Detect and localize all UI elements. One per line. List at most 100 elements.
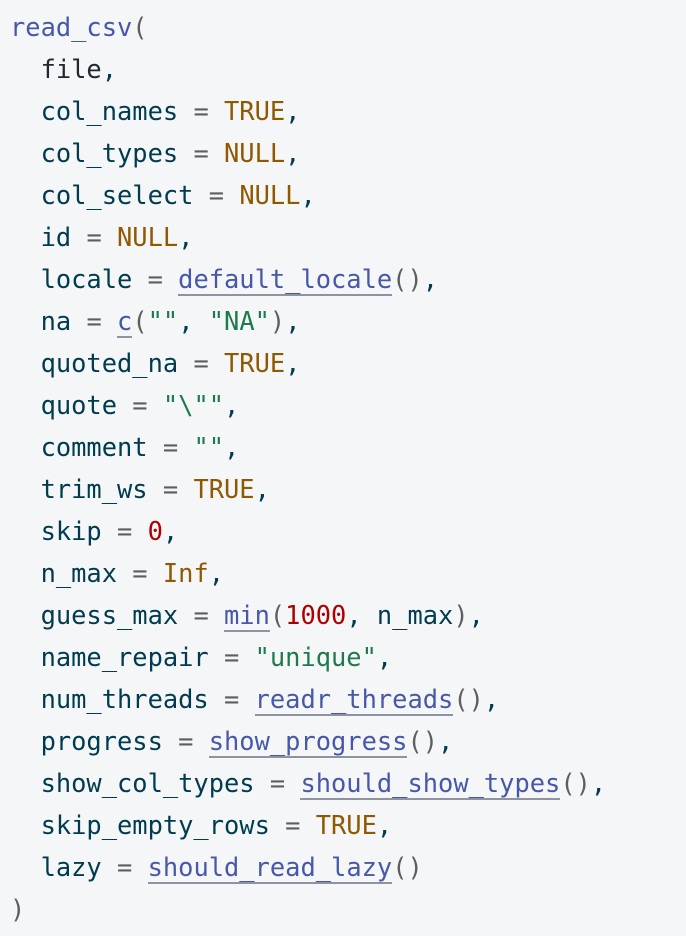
code-line: col_select = NULL,: [10, 180, 316, 210]
token-plain: ,: [590, 768, 607, 798]
token-operator: =: [193, 348, 225, 378]
token-string: "\"": [162, 390, 225, 420]
token-plain: n_max: [10, 558, 133, 588]
token-plain: col_names: [10, 96, 194, 126]
token-operator: (: [132, 306, 148, 336]
token-dark: file: [40, 54, 102, 84]
function-link-show_progress[interactable]: show_progress: [208, 726, 408, 758]
token-string: "": [147, 306, 179, 336]
token-constant: TRUE: [193, 474, 255, 504]
token-plain: num_threads: [10, 684, 225, 714]
token-plain: ,: [178, 222, 194, 252]
token-operator: =: [193, 96, 225, 126]
code-line: na = c("", "NA"),: [10, 306, 301, 338]
code-line: quote = "\"",: [10, 390, 240, 420]
token-plain: name_repair: [10, 642, 225, 672]
token-plain: col_select: [10, 180, 209, 210]
token-operator: =: [132, 558, 163, 588]
token-plain: ,: [422, 264, 439, 294]
token-operator: =: [162, 474, 194, 504]
token-plain: progress: [10, 726, 179, 756]
token-constant: NULL: [224, 138, 286, 168]
token-operator: ): [269, 306, 286, 336]
token-operator: (): [392, 264, 423, 294]
function-link-should_read_lazy[interactable]: should_read_lazy: [147, 852, 393, 884]
token-plain: ,: [224, 432, 240, 462]
token-plain: id: [10, 222, 87, 252]
token-plain: ,: [285, 138, 301, 168]
code-line: ): [10, 894, 25, 924]
token-operator: =: [193, 138, 225, 168]
code-line: n_max = Inf,: [10, 558, 224, 588]
token-plain: ,: [438, 726, 454, 756]
code-line: lazy = should_read_lazy(): [10, 852, 423, 884]
token-plain: ,: [254, 474, 270, 504]
token-operator: =: [86, 306, 118, 336]
code-line: progress = show_progress(),: [10, 726, 453, 758]
token-plain: show_col_types: [10, 768, 270, 798]
token-operator: =: [178, 726, 209, 756]
token-plain: ,: [285, 348, 301, 378]
token-plain: ,: [483, 684, 500, 714]
code-line: locale = default_locale(),: [10, 264, 438, 296]
token-plain: ,: [178, 306, 209, 336]
token-operator: =: [132, 390, 163, 420]
function-link-min[interactable]: min: [224, 600, 270, 632]
token-operator: (: [132, 12, 148, 42]
code-line: col_names = TRUE,: [10, 96, 301, 126]
code-line: comment = "",: [10, 432, 240, 462]
token-plain: , n_max: [346, 600, 454, 630]
token-operator: =: [147, 264, 179, 294]
token-operator: (: [269, 600, 286, 630]
token-plain: col_types: [10, 138, 194, 168]
token-plain: guess_max: [10, 600, 194, 630]
token-operator: ): [453, 600, 469, 630]
code-line: col_types = NULL,: [10, 138, 301, 168]
function-link-should_show_types[interactable]: should_show_types: [300, 768, 561, 800]
function-link-readr_threads[interactable]: readr_threads: [254, 684, 454, 716]
token-operator: =: [269, 768, 301, 798]
code-line: num_threads = readr_threads(),: [10, 684, 499, 716]
token-plain: quote: [10, 390, 133, 420]
token-operator: ): [10, 894, 26, 924]
token-operator: =: [285, 810, 316, 840]
code-line: guess_max = min(1000, n_max),: [10, 600, 484, 632]
token-constant: TRUE: [315, 810, 377, 840]
function-link-c[interactable]: c: [117, 306, 133, 338]
token-plain: ,: [376, 810, 393, 840]
code-line: file,: [10, 54, 117, 84]
token-plain: ,: [376, 642, 393, 672]
token-operator: =: [117, 852, 148, 882]
token-operator: (): [407, 726, 439, 756]
token-plain: ,: [162, 516, 179, 546]
token-plain: ,: [300, 180, 316, 210]
function-link-default_locale[interactable]: default_locale: [178, 264, 393, 296]
code-line: skip_empty_rows = TRUE,: [10, 810, 393, 840]
token-string: "NA": [208, 306, 270, 336]
token-constant: TRUE: [224, 348, 286, 378]
code-line: name_repair = "unique",: [10, 642, 393, 672]
code-content: read_csv( file, col_names = TRUE, col_ty…: [10, 12, 606, 924]
token-constant: NULL: [117, 222, 179, 252]
token-plain: ,: [285, 96, 301, 126]
token-plain: skip: [10, 516, 118, 546]
token-plain: [10, 54, 41, 84]
code-line: id = NULL,: [10, 222, 194, 252]
token-plain: locale: [10, 264, 148, 294]
token-plain: ,: [101, 54, 118, 84]
token-operator: =: [224, 684, 255, 714]
token-constant: TRUE: [224, 96, 286, 126]
token-operator: =: [193, 600, 225, 630]
code-line: show_col_types = should_show_types(),: [10, 768, 606, 800]
token-plain: trim_ws: [10, 474, 163, 504]
token-plain: comment: [10, 432, 163, 462]
token-operator: =: [162, 432, 194, 462]
token-plain: ,: [224, 390, 240, 420]
token-function: read_csv: [10, 12, 133, 42]
token-plain: ,: [285, 306, 301, 336]
code-line: read_csv(: [10, 12, 148, 42]
token-string: "unique": [254, 642, 377, 672]
token-plain: ,: [208, 558, 225, 588]
